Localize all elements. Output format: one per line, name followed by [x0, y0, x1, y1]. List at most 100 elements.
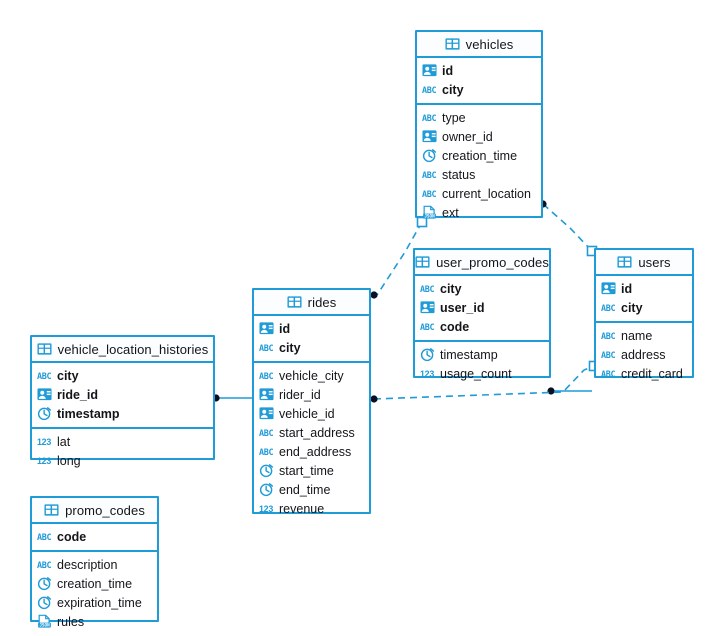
field-label: expiration_time — [57, 595, 142, 610]
svg-text:ABC: ABC — [37, 371, 51, 381]
entity-header-user_promo_codes[interactable]: user_promo_codes — [415, 250, 549, 276]
svg-text:ABC: ABC — [422, 189, 436, 199]
field-row-vehicle_id[interactable]: vehicle_id — [254, 404, 369, 423]
abc-text-icon: ABC — [259, 444, 274, 459]
svg-text:JSON: JSON — [424, 214, 435, 220]
svg-text:ABC: ABC — [259, 447, 273, 457]
field-label: id — [442, 63, 454, 78]
field-label: vehicle_city — [279, 368, 344, 383]
123-number-icon: 123 — [37, 434, 52, 449]
entity-header-vehicle_location_histories[interactable]: vehicle_location_histories — [32, 337, 213, 363]
entity-header-vehicles[interactable]: vehicles — [417, 32, 541, 58]
field-row-lat[interactable]: 123 lat — [32, 432, 213, 451]
clock-icon — [259, 463, 274, 478]
table-grid-icon — [617, 255, 632, 270]
abc-text-icon: ABC — [37, 368, 52, 383]
abc-text-icon: ABC — [422, 167, 437, 182]
field-row-creation_time[interactable]: creation_time — [417, 146, 541, 165]
relationship-endpoint-dot-rides-users — [370, 395, 378, 403]
svg-text:JSON: JSON — [39, 623, 50, 629]
abc-text-icon: ABC — [601, 328, 616, 343]
field-label: current_location — [442, 186, 531, 201]
field-row-owner_id[interactable]: owner_id — [417, 127, 541, 146]
field-row-name[interactable]: ABC name — [596, 326, 692, 345]
field-label: address — [621, 347, 666, 362]
abc-text-icon: ABC — [259, 425, 274, 440]
field-row-start_time[interactable]: start_time — [254, 461, 369, 480]
field-row-timestamp[interactable]: timestamp — [415, 345, 549, 364]
field-label: ride_id — [57, 387, 98, 402]
svg-text:ABC: ABC — [422, 113, 436, 123]
svg-text:123: 123 — [37, 437, 51, 447]
entity-header-users[interactable]: users — [596, 250, 692, 276]
field-row-expiration_time[interactable]: expiration_time — [32, 593, 157, 612]
field-row-id[interactable]: id — [417, 61, 541, 80]
entity-header-promo_codes[interactable]: promo_codes — [32, 498, 157, 524]
field-label: usage_count — [440, 366, 512, 381]
field-label: name — [621, 328, 653, 343]
field-row-rider_id[interactable]: rider_id — [254, 385, 369, 404]
svg-text:123: 123 — [37, 456, 51, 466]
field-row-user_id[interactable]: user_id — [415, 298, 549, 317]
field-row-address[interactable]: ABC address — [596, 345, 692, 364]
svg-text:ABC: ABC — [422, 170, 436, 180]
field-row-id[interactable]: id — [596, 279, 692, 298]
field-label: city — [440, 281, 462, 296]
svg-text:ABC: ABC — [420, 322, 434, 332]
abc-text-icon: ABC — [601, 347, 616, 362]
field-label: start_time — [279, 463, 334, 478]
field-row-usage_count[interactable]: 123 usage_count — [415, 364, 549, 383]
field-row-end_time[interactable]: end_time — [254, 480, 369, 499]
svg-text:123: 123 — [420, 369, 434, 379]
field-label: type — [442, 110, 466, 125]
field-label: timestamp — [440, 347, 498, 362]
abc-text-icon: ABC — [420, 319, 435, 334]
field-row-type[interactable]: ABC type — [417, 108, 541, 127]
field-row-timestamp[interactable]: timestamp — [32, 404, 213, 423]
field-label: vehicle_id — [279, 406, 335, 421]
entity-header-rides[interactable]: rides — [254, 290, 369, 316]
clock-icon — [422, 148, 437, 163]
field-row-creation_time[interactable]: creation_time — [32, 574, 157, 593]
abc-text-icon: ABC — [422, 82, 437, 97]
json-document-icon: JSON — [422, 205, 437, 220]
field-label: lat — [57, 434, 71, 449]
relationship-edge-vehicles-users[interactable] — [542, 203, 593, 252]
field-label: end_time — [279, 482, 331, 497]
svg-text:ABC: ABC — [601, 350, 615, 360]
svg-text:ABC: ABC — [601, 303, 615, 313]
field-row-current_location[interactable]: ABC current_location — [417, 184, 541, 203]
field-row-id[interactable]: id — [254, 319, 369, 338]
field-row-ride_id[interactable]: ride_id — [32, 385, 213, 404]
relationship-endpoint-dot-vehicles-rides — [370, 291, 378, 299]
id-card-icon — [259, 387, 274, 402]
clock-icon — [37, 406, 52, 421]
clock-icon — [420, 347, 435, 362]
